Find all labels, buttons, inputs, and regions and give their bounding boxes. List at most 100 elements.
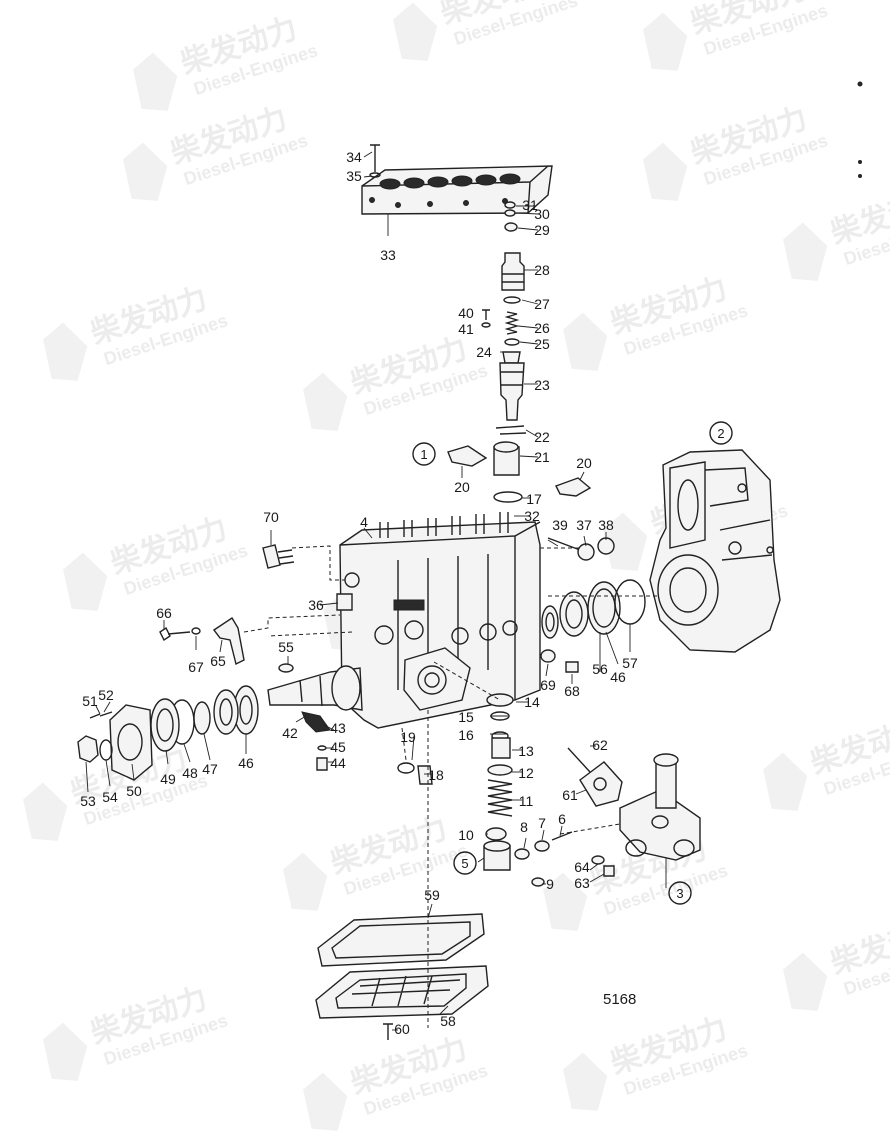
callout-68: 68 xyxy=(564,683,580,699)
callout-33: 33 xyxy=(380,247,396,263)
callout-23: 23 xyxy=(534,377,550,393)
callout-66: 66 xyxy=(156,605,172,621)
callout-4: 4 xyxy=(360,514,368,530)
drain-plug-parts xyxy=(397,762,433,785)
leader-lines xyxy=(85,151,667,1031)
callout-45: 45 xyxy=(330,739,346,755)
callout-1: 1 xyxy=(420,447,427,462)
delivery-valve-stack xyxy=(481,201,527,503)
callout-6: 6 xyxy=(558,811,566,827)
callout-64: 64 xyxy=(574,859,590,875)
callout-13: 13 xyxy=(518,743,534,759)
camshaft-assembly xyxy=(77,617,363,781)
corner-marks xyxy=(857,81,863,178)
callout-56: 56 xyxy=(592,661,608,677)
callout-65: 65 xyxy=(210,653,226,669)
callout-21: 21 xyxy=(534,449,550,465)
callout-27: 27 xyxy=(534,296,550,312)
callout-31: 31 xyxy=(522,197,538,213)
callout-18: 18 xyxy=(428,767,444,783)
callout-46b: 46 xyxy=(610,669,626,685)
callout-labels: 1234567891011121314151617181920202122232… xyxy=(80,149,724,1037)
callout-36: 36 xyxy=(308,597,324,613)
callout-19: 19 xyxy=(400,729,416,745)
callout-30: 30 xyxy=(534,206,550,222)
drawing-number: 5168 xyxy=(603,991,636,1008)
callout-34: 34 xyxy=(346,149,362,165)
callout-8: 8 xyxy=(520,819,528,835)
callout-25: 25 xyxy=(534,336,550,352)
plug-70 xyxy=(262,544,295,569)
callout-17: 17 xyxy=(526,491,542,507)
callout-60: 60 xyxy=(394,1021,410,1037)
callout-42: 42 xyxy=(282,725,298,741)
callout-58: 58 xyxy=(440,1013,456,1029)
callout-48: 48 xyxy=(182,765,198,781)
callout-37: 37 xyxy=(576,517,592,533)
callout-2: 2 xyxy=(717,426,724,441)
callout-22: 22 xyxy=(534,429,550,445)
callout-7: 7 xyxy=(538,815,546,831)
callout-46a: 46 xyxy=(238,755,254,771)
governor-housing-part xyxy=(649,449,781,653)
right-side-bearings xyxy=(540,537,646,673)
callout-12: 12 xyxy=(518,765,534,781)
callout-20b: 20 xyxy=(576,455,592,471)
callout-43: 43 xyxy=(330,720,346,736)
plunger-spring-stack xyxy=(483,693,573,887)
callout-16: 16 xyxy=(458,727,474,743)
callout-69: 69 xyxy=(540,677,556,693)
callout-40: 40 xyxy=(458,305,474,321)
callout-35: 35 xyxy=(346,168,362,184)
callout-20a: 20 xyxy=(454,479,470,495)
callout-5: 5 xyxy=(461,856,468,871)
callout-67: 67 xyxy=(188,659,204,675)
callout-38: 38 xyxy=(598,517,614,533)
callout-62: 62 xyxy=(592,737,608,753)
callout-70: 70 xyxy=(263,509,279,525)
callout-51: 51 xyxy=(82,693,98,709)
callout-54: 54 xyxy=(102,789,118,805)
callout-53: 53 xyxy=(80,793,96,809)
callout-11: 11 xyxy=(519,793,534,809)
dashed-connectors xyxy=(243,545,660,1028)
callout-52: 52 xyxy=(98,687,114,703)
callout-47: 47 xyxy=(202,761,218,777)
callout-14: 14 xyxy=(524,694,540,710)
callout-28: 28 xyxy=(534,262,550,278)
callout-9: 9 xyxy=(546,876,554,892)
bottom-cover-parts xyxy=(315,913,489,1040)
callout-32: 32 xyxy=(524,508,540,524)
callout-circles xyxy=(412,421,733,905)
callout-59: 59 xyxy=(424,887,440,903)
callout-10: 10 xyxy=(458,827,474,843)
callout-29: 29 xyxy=(534,222,550,238)
callout-55: 55 xyxy=(278,639,294,655)
feed-pump-part xyxy=(567,747,701,877)
callout-49: 49 xyxy=(160,771,176,787)
callout-39: 39 xyxy=(552,517,568,533)
callout-44: 44 xyxy=(330,755,346,771)
callout-24: 24 xyxy=(476,344,492,360)
callout-50: 50 xyxy=(126,783,142,799)
top-cover-part xyxy=(361,144,553,215)
callout-3: 3 xyxy=(676,886,683,901)
callout-63: 63 xyxy=(574,875,590,891)
